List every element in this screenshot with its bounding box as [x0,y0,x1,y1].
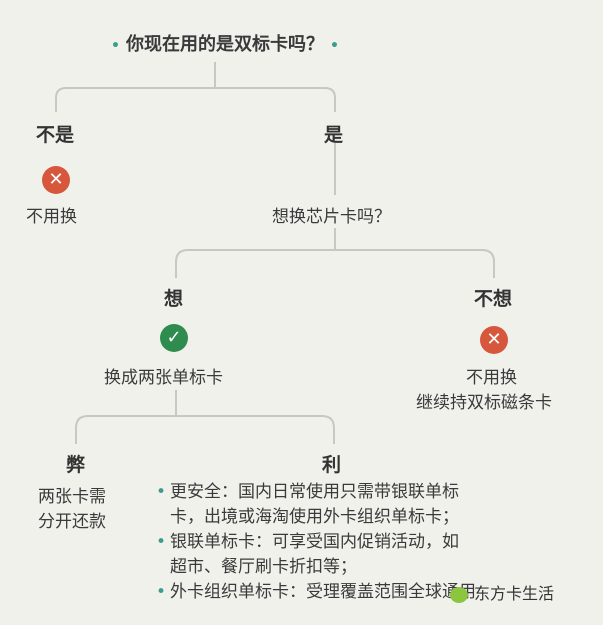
pros-item-3: •外卡组织单标卡：受理覆盖范围全球通用 [156,580,576,605]
label-cons: 弊 [66,454,86,476]
pros-item-3-line-1: 外卡组织单标卡：受理覆盖范围全球通用 [170,582,476,602]
bullet: • [156,532,167,552]
pros-item-1-cont: 卡，出境或海淘使用外卡组织单标卡； [156,505,576,530]
check-icon: ✓ [160,324,188,352]
bullet: • [156,482,167,502]
label-no: 不是 [36,124,75,146]
connector-bottom-split [75,415,335,444]
label-pros: 利 [322,454,342,476]
pros-item-2-line-2: 超市、餐厅刷卡折扣等； [170,557,357,577]
label-not-want: 不想 [474,288,513,310]
pros-item-1-line-1: 更安全：国内日常使用只需带银联单标 [170,482,459,502]
watermark: 东方卡生活 [450,580,600,606]
cons-line-1: 两张卡需 [38,487,106,507]
title-bullet-right: • [330,38,339,54]
pros-item-1-line-2: 卡，出境或海淘使用外卡组织单标卡； [170,507,459,527]
cross-icon: ✕ [480,326,508,354]
pros-item-2-cont: 超市、餐厅刷卡折扣等； [156,555,576,580]
question-chip-card: 想换芯片卡吗？ [272,207,391,227]
result-no-change-2: 不用换 [466,368,517,388]
title-bullet-left: • [111,38,120,54]
label-yes: 是 [324,124,344,146]
title-text: 你现在用的是双标卡吗？ [126,34,324,55]
result-keep-dual-card: 继续持双标磁条卡 [416,393,552,413]
pros-list: •更安全：国内日常使用只需带银联单标 卡，出境或海淘使用外卡组织单标卡； •银联… [156,480,576,605]
pros-item-1: •更安全：国内日常使用只需带银联单标 [156,480,576,505]
connector-mid-split [175,249,495,278]
label-want: 想 [164,288,184,310]
watermark-text: 东方卡生活 [474,584,555,603]
wechat-icon [450,586,468,603]
bullet: • [156,582,167,602]
title: • 你现在用的是双标卡吗？ • [0,30,450,56]
cons-line-2: 分开还款 [38,512,106,532]
connector-top-split [55,87,336,112]
cross-icon: ✕ [42,166,70,194]
result-two-cards: 换成两张单标卡 [104,368,223,388]
pros-item-2: •银联单标卡：可享受国内促销活动，如 [156,530,576,555]
result-no-change: 不用换 [26,207,77,227]
pros-item-2-line-1: 银联单标卡：可享受国内促销活动，如 [170,532,459,552]
